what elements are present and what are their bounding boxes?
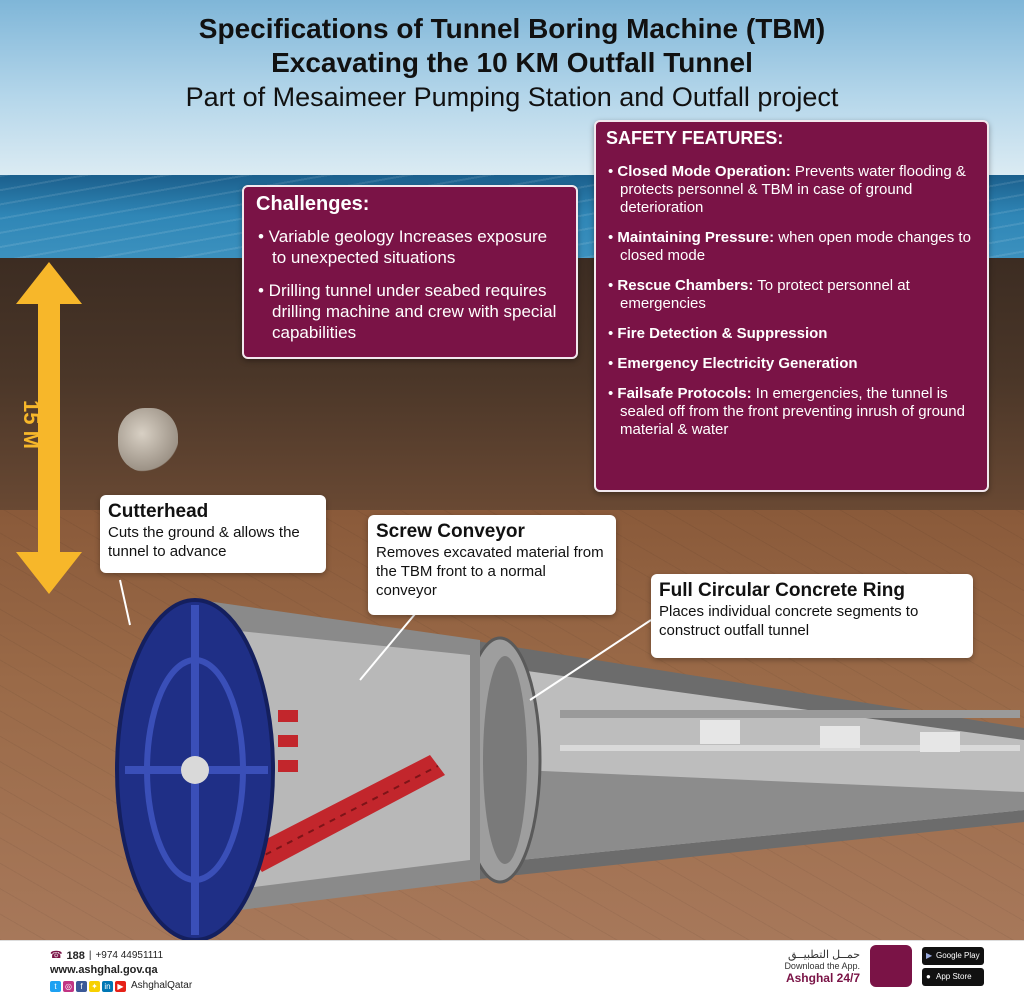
- page-title: Specifications of Tunnel Boring Machine …: [0, 12, 1024, 114]
- cutterhead-text: Cuts the ground & allows the tunnel to a…: [108, 524, 300, 560]
- safety-heading: SAFETY FEATURES:: [606, 128, 784, 148]
- depth-arrow-icon: [16, 262, 82, 594]
- youtube-icon[interactable]: ▶: [115, 980, 126, 992]
- divider: |: [88, 950, 92, 961]
- contact-block: ☎ 188 | +974 44951111 www.ashghal.gov.qa…: [50, 949, 192, 993]
- safety-panel: SAFETY FEATURES: • Closed Mode Operation…: [594, 120, 989, 492]
- tbm-illustration: [115, 579, 1024, 940]
- facebook-icon[interactable]: f: [76, 980, 87, 992]
- screw-conveyor-title: Screw Conveyor: [376, 521, 525, 542]
- safety-item: • Maintaining Pressure: when open mode c…: [608, 229, 971, 264]
- challenges-panel: Challenges: • Variable geology Increases…: [242, 185, 578, 359]
- linkedin-icon[interactable]: in: [102, 980, 113, 992]
- infographic-scene: Specifications of Tunnel Boring Machine …: [0, 0, 1024, 940]
- hotline-link[interactable]: 188: [66, 950, 85, 962]
- title-line-3: Part of Mesaimeer Pumping Station and Ou…: [185, 82, 839, 112]
- app-download-block: حمــل التطبيــق Download the App. Ashgha…: [784, 945, 984, 987]
- download-text: Download the App.: [784, 960, 860, 971]
- footer: ☎ 188 | +974 44951111 www.ashghal.gov.qa…: [0, 940, 1024, 1002]
- screw-conveyor-callout: Screw Conveyor Removes excavated materia…: [368, 515, 616, 615]
- cutterhead-title: Cutterhead: [108, 501, 209, 522]
- concrete-ring-title: Full Circular Concrete Ring: [659, 580, 905, 601]
- challenge-item: • Drilling tunnel under seabed requires …: [258, 281, 557, 342]
- app-store-button[interactable]: App Store: [922, 967, 984, 986]
- safety-item: • Fire Detection & Suppression: [608, 325, 828, 342]
- cutterhead-callout: Cutterhead Cuts the ground & allows the …: [100, 495, 326, 573]
- website-link[interactable]: www.ashghal.gov.qa: [50, 964, 158, 976]
- safety-item: • Emergency Electricity Generation: [608, 355, 858, 372]
- concrete-ring-callout: Full Circular Concrete Ring Places indiv…: [651, 574, 973, 658]
- concrete-ring-text: Places individual concrete segments to c…: [659, 603, 919, 639]
- rock: [118, 408, 178, 472]
- title-line-1: Specifications of Tunnel Boring Machine …: [198, 13, 826, 44]
- safety-item: • Rescue Chambers: To protect personnel …: [608, 277, 910, 312]
- social-handle[interactable]: AshghalQatar: [131, 980, 193, 991]
- phone-icon: ☎: [50, 950, 63, 961]
- social-icons: t ◎ f ✦ in ▶ AshghalQatar: [50, 979, 192, 993]
- safety-item: • Closed Mode Operation: Prevents water …: [608, 163, 966, 216]
- download-arabic-text: حمــل التطبيــق: [788, 948, 860, 961]
- google-play-button[interactable]: Google Play: [922, 946, 984, 965]
- depth-label: 15 M: [19, 400, 44, 449]
- screw-conveyor-text: Removes excavated material from the TBM …: [376, 544, 604, 599]
- snapchat-icon[interactable]: ✦: [89, 980, 100, 992]
- challenges-heading: Challenges:: [256, 193, 370, 215]
- phone-link[interactable]: +974 44951111: [95, 950, 164, 961]
- ashghal-app-logo: [870, 945, 912, 987]
- safety-item: • Failsafe Protocols: In emergencies, th…: [608, 385, 965, 438]
- twitter-icon[interactable]: t: [50, 980, 61, 992]
- instagram-icon[interactable]: ◎: [63, 980, 74, 992]
- title-line-2: Excavating the 10 KM Outfall Tunnel: [271, 47, 753, 78]
- app-brand-name: Ashghal 24/7: [785, 970, 860, 985]
- challenge-item: • Variable geology Increases exposure to…: [258, 227, 548, 267]
